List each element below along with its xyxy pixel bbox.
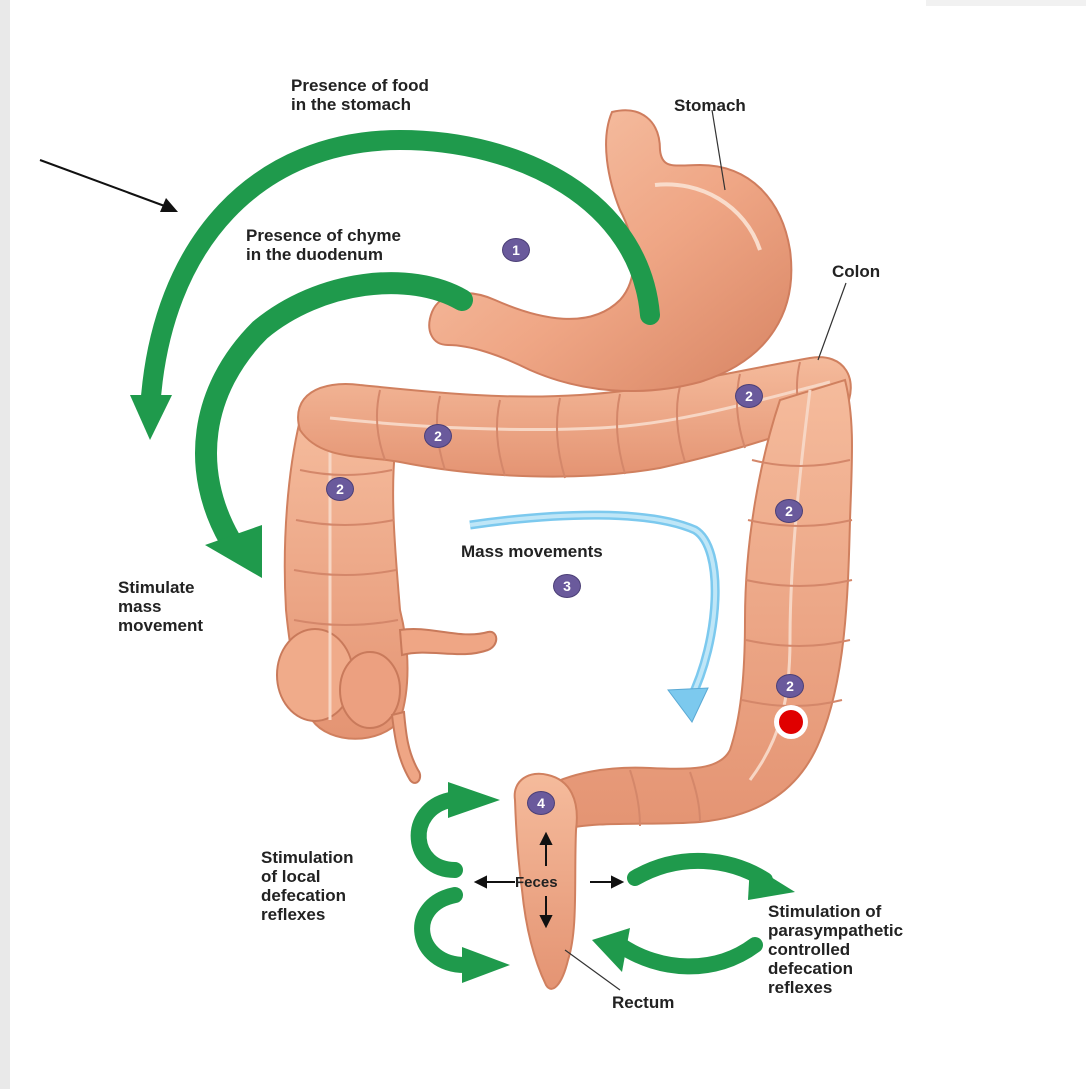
label-feces: Feces xyxy=(515,873,558,892)
highlight-marker xyxy=(774,705,808,739)
step-badge-2: 2 xyxy=(425,425,451,447)
step-badge-2: 2 xyxy=(327,478,353,500)
step-badge-4: 4 xyxy=(528,792,554,814)
label-food-stomach: Presence of food in the stomach xyxy=(291,76,429,114)
label-stimulation-local: Stimulation of local defecation reflexes xyxy=(261,848,354,924)
colon-leader xyxy=(818,283,846,360)
step-badge-3: 3 xyxy=(554,575,580,597)
step-badge-1: 1 xyxy=(503,239,529,261)
step-badge-2: 2 xyxy=(776,500,802,522)
step-badge-2: 2 xyxy=(736,385,762,407)
ascending-colon xyxy=(277,420,496,783)
label-stimulation-parasympathetic: Stimulation of parasympathetic controlle… xyxy=(768,902,903,997)
label-colon: Colon xyxy=(832,262,880,281)
label-chyme-duodenum: Presence of chyme in the duodenum xyxy=(246,226,401,264)
label-stomach: Stomach xyxy=(674,96,746,115)
pointer-arrow xyxy=(40,160,178,212)
label-rectum: Rectum xyxy=(612,993,674,1012)
label-stimulate-mass-movement: Stimulate mass movement xyxy=(118,578,203,635)
label-mass-movements: Mass movements xyxy=(461,542,603,561)
step-badge-2: 2 xyxy=(777,675,803,697)
